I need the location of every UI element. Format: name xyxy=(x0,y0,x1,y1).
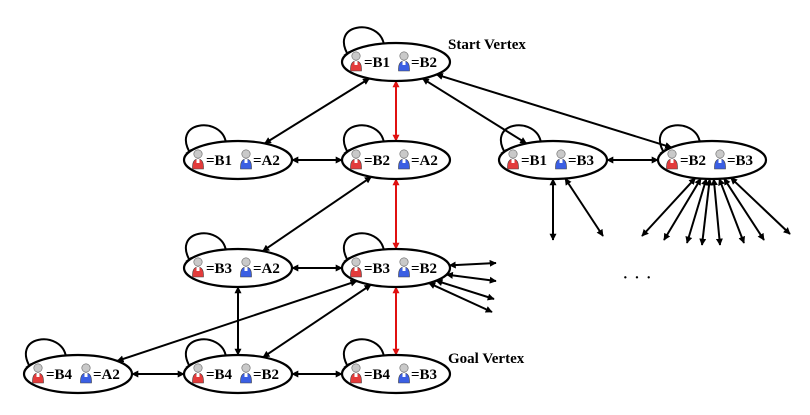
self-loop-B4B3 xyxy=(342,338,385,371)
self-loop-B3A2 xyxy=(184,232,227,265)
branch-stub-B2B3-4 xyxy=(710,178,723,246)
vertex-ellipse xyxy=(340,41,452,83)
red-agent-icon xyxy=(350,363,362,384)
edge-B1B2-B2B3 xyxy=(435,73,673,149)
red-agent-position: =B4 xyxy=(206,367,233,383)
branch-stub-B2B3-0 xyxy=(641,177,697,237)
blue-agent-icon xyxy=(714,149,726,170)
vertex-ellipse xyxy=(182,247,294,289)
blue-agent-position: =B3 xyxy=(411,367,437,383)
red-agent-icon xyxy=(507,149,519,170)
edge-B1B2-B1B3 xyxy=(421,77,528,145)
red-agent-icon xyxy=(192,363,204,384)
self-loop-B2B3 xyxy=(658,124,701,157)
vertex-ellipse xyxy=(340,139,452,181)
self-loop-B4B2 xyxy=(184,338,227,371)
vertex-B3A2: =B3 =A2 xyxy=(182,232,294,289)
edge-B1B2-B1A2 xyxy=(264,77,370,145)
ellipsis-label: · · · xyxy=(622,267,652,289)
branch-stub-B3B2-3 xyxy=(428,282,493,313)
red-agent-position: =B2 xyxy=(364,153,390,169)
blue-agent-icon xyxy=(398,51,410,72)
vertex-ellipse xyxy=(340,247,452,289)
blue-agent-position: =B3 xyxy=(568,153,594,169)
goal-vertex-label: Goal Vertex xyxy=(448,351,525,367)
self-loop-B1B2 xyxy=(342,26,385,59)
vertex-B4B2: =B4 =B2 xyxy=(182,338,294,395)
blue-agent-position: =B2 xyxy=(411,55,437,71)
blue-agent-icon xyxy=(398,363,410,384)
branch-stub-B2B3-1 xyxy=(663,177,702,241)
vertex-ellipse xyxy=(22,353,134,395)
branch-stubs-layer xyxy=(428,177,791,313)
blue-agent-icon xyxy=(80,363,92,384)
red-agent-position: =B1 xyxy=(206,153,232,169)
branch-stub-B2B3-7 xyxy=(730,177,791,235)
self-loop-B1A2 xyxy=(184,124,227,157)
vertex-B1B3: =B1 =B3 xyxy=(497,124,609,181)
self-loop-B4A2 xyxy=(24,338,67,371)
red-agent-position: =B1 xyxy=(521,153,547,169)
blue-agent-position: =B2 xyxy=(253,367,279,383)
blue-agent-icon xyxy=(240,149,252,170)
vertex-ellipse xyxy=(656,139,768,181)
blue-agent-position: =A2 xyxy=(253,153,280,169)
red-agent-position: =B3 xyxy=(206,261,232,277)
blue-agent-position: =B3 xyxy=(727,153,753,169)
nodes-layer: =B1=B2=B1=A2=B2=A2=B1=B3=B2=B3=B3=A2=B3=… xyxy=(22,26,768,395)
red-agent-icon xyxy=(350,51,362,72)
self-loop-B3B2 xyxy=(342,232,385,265)
vertex-B3B2: =B3 =B2 xyxy=(340,232,452,289)
red-agent-icon xyxy=(32,363,44,384)
vertex-ellipse xyxy=(497,139,609,181)
self-loop-B1B3 xyxy=(499,124,542,157)
blue-agent-icon xyxy=(398,149,410,170)
edges-layer xyxy=(116,73,673,378)
blue-agent-position: =A2 xyxy=(93,367,120,383)
branch-stub-B2B3-3 xyxy=(699,178,713,246)
branch-stub-B3B2-0 xyxy=(448,259,497,269)
red-agent-position: =B4 xyxy=(364,367,391,383)
blue-agent-position: =B2 xyxy=(411,261,437,277)
red-agent-icon xyxy=(350,257,362,278)
blue-agent-icon xyxy=(240,257,252,278)
red-agent-icon xyxy=(192,257,204,278)
vertex-ellipse xyxy=(340,353,452,395)
start-vertex-label: Start Vertex xyxy=(448,37,526,53)
vertex-B1A2: =B1 =A2 xyxy=(182,124,294,181)
blue-agent-icon xyxy=(398,257,410,278)
vertex-B4A2: =B4 =A2 xyxy=(22,338,134,395)
blue-agent-icon xyxy=(555,149,567,170)
vertex-ellipse xyxy=(182,353,294,395)
edge-B3B2-B4B2 xyxy=(262,283,372,359)
edge-B2A2-B3A2 xyxy=(262,176,372,252)
blue-agent-position: =A2 xyxy=(411,153,438,169)
blue-agent-position: =A2 xyxy=(253,261,280,277)
branch-stub-B1B3-1 xyxy=(564,177,604,237)
vertex-B2A2: =B2 =A2 xyxy=(340,124,452,181)
red-agent-icon xyxy=(666,149,678,170)
vertex-B1B2: =B1 =B2 xyxy=(340,26,452,83)
self-loop-B2A2 xyxy=(342,124,385,157)
vertex-ellipse xyxy=(182,139,294,181)
blue-agent-icon xyxy=(240,363,252,384)
red-agent-position: =B3 xyxy=(364,261,390,277)
red-agent-position: =B2 xyxy=(680,153,706,169)
red-agent-position: =B1 xyxy=(364,55,390,71)
vertex-B2B3: =B2 =B3 xyxy=(656,124,768,181)
red-agent-position: =B4 xyxy=(46,367,73,383)
branch-stub-B3B2-1 xyxy=(445,271,497,284)
vertex-B4B3: =B4 =B3 xyxy=(340,338,452,395)
red-agent-icon xyxy=(350,149,362,170)
red-agent-icon xyxy=(192,149,204,170)
